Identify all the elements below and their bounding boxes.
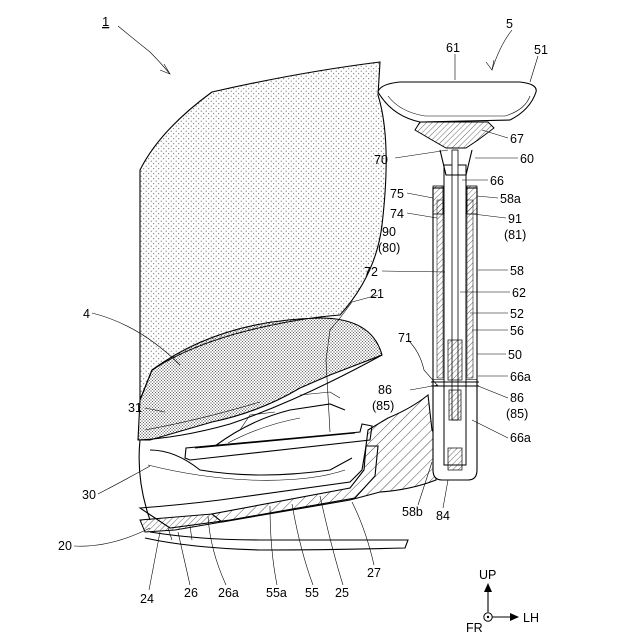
ref-55: 55 [305,586,319,600]
ref-1: 1 [102,14,109,29]
ref-66: 66 [490,174,504,188]
ref-86-right: 86 [510,391,524,405]
ref-85-right: (85) [506,407,528,421]
ref-86-left: 86 [378,383,392,397]
ref-30: 30 [82,488,96,502]
ref-71: 71 [398,331,412,345]
ref-27: 27 [367,566,381,580]
ref-24: 24 [140,592,154,606]
direction-left-label: LH [523,611,539,625]
seat-frame [185,424,372,460]
pad-mount [415,122,494,148]
seat-base-section [212,395,438,522]
ref-90: 90 [382,225,396,239]
ref-52: 52 [510,307,524,321]
ref-58a: 58a [500,192,521,206]
ref-81: (81) [504,228,526,242]
ref-4: 4 [83,307,90,321]
direction-indicator: UP FR LH [466,568,539,635]
ref-26: 26 [184,586,198,600]
direction-up-label: UP [479,568,496,582]
ref-91: 91 [508,212,522,226]
ref-70: 70 [374,153,388,167]
ref-58b: 58b [402,505,423,519]
ref-25: 25 [335,586,349,600]
ref-60: 60 [520,152,534,166]
ref-26a: 26a [218,586,239,600]
ref-50: 50 [508,348,522,362]
ref-72: 72 [364,265,378,279]
ref-58: 58 [510,264,524,278]
ref-20: 20 [58,539,72,553]
ref-31: 31 [128,401,142,415]
ref-55a: 55a [266,586,287,600]
ref-51: 51 [534,43,548,57]
ref-56: 56 [510,324,524,338]
ref-5: 5 [506,17,513,31]
ref-62: 62 [512,286,526,300]
ref-21: 21 [370,287,384,301]
ref-75: 75 [390,187,404,201]
ref-85-left: (85) [372,399,394,413]
direction-front-label: FR [466,621,483,635]
ref-66a-bottom: 66a [510,431,531,445]
ref-61: 61 [446,41,460,55]
ref-67: 67 [510,132,524,146]
ref-66a-top: 66a [510,370,531,384]
ref-80: (80) [378,241,400,255]
ref-84: 84 [436,509,450,523]
ref-74: 74 [390,207,404,221]
